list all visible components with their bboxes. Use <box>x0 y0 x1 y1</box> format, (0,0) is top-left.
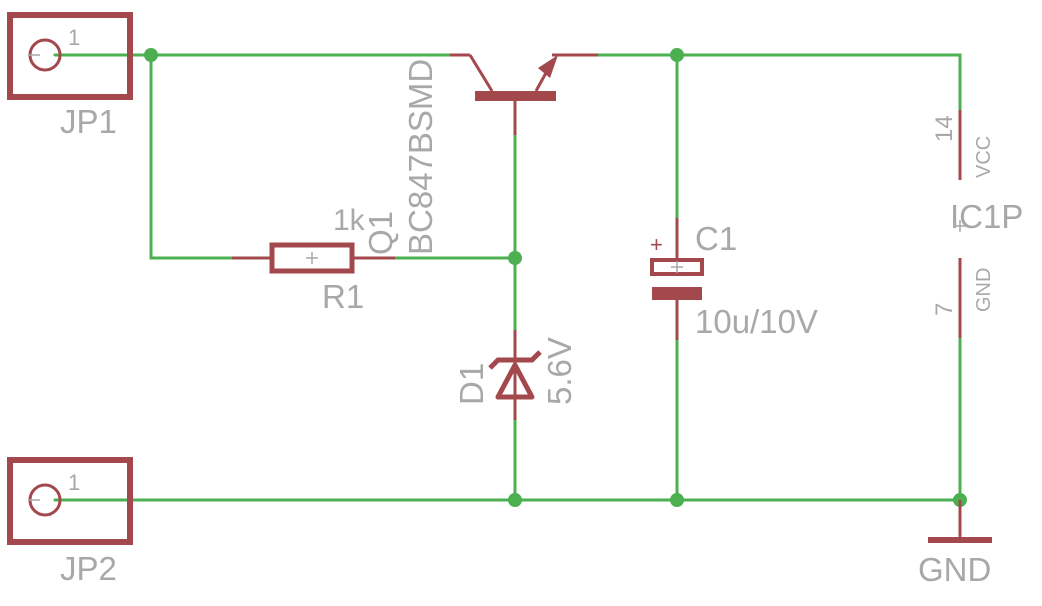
r1-resistor[interactable]: 1k R1 <box>232 204 395 315</box>
ic1p-vcc-pin-number: 14 <box>931 115 958 142</box>
junction-dot <box>670 493 684 507</box>
junction-dot <box>508 493 522 507</box>
d1-cathode-bar <box>488 350 542 370</box>
junction-dot <box>144 48 158 62</box>
jp1-body <box>7 12 133 100</box>
c1-polarity-mark: + <box>650 232 663 257</box>
jp1-pin-number: 1 <box>68 25 80 50</box>
jp1-name-label: JP1 <box>60 103 117 140</box>
jp2-name-label: JP2 <box>60 550 117 587</box>
d1-value-label: 5.6V <box>541 337 578 405</box>
wire-top-right <box>596 53 962 112</box>
junctions <box>144 48 967 507</box>
c1-value-label: 10u/10V <box>695 303 818 340</box>
c1-capacitor[interactable]: + C1 10u/10V <box>650 218 818 340</box>
q1-emitter-arrow-icon <box>538 55 558 78</box>
ic1p-power-block[interactable]: 14 VCC 7 GND IC1P <box>931 110 1023 338</box>
c1-name-label: C1 <box>695 220 737 257</box>
jp2-pin-number: 1 <box>68 470 80 495</box>
q1-value-label: BC847BSMD <box>402 59 439 255</box>
jp2-connector[interactable]: 1 JP2 <box>7 457 133 587</box>
ic1p-name-label: IC1P <box>950 198 1023 235</box>
r1-value-label: 1k <box>333 204 366 237</box>
ic1p-vcc-pin-label: VCC <box>973 136 995 178</box>
r1-name-label: R1 <box>322 278 364 315</box>
gnd-symbol[interactable]: GND <box>918 500 992 588</box>
jp1-connector[interactable]: 1 JP1 <box>7 12 133 140</box>
d1-zener-diode[interactable]: D1 5.6V <box>453 330 578 420</box>
ic1p-gnd-pin-label: GND <box>973 268 995 312</box>
c1-negative-plate <box>652 287 702 300</box>
wires <box>53 53 962 502</box>
jp2-body <box>7 457 133 545</box>
c1-positive-plate <box>650 258 704 276</box>
d1-triangle <box>495 362 535 400</box>
q1-transistor[interactable]: BC847BSMD Q1 <box>362 53 598 255</box>
junction-dot <box>508 251 522 265</box>
junction-dot <box>670 48 684 62</box>
ic1p-gnd-pin-number: 7 <box>931 303 958 316</box>
gnd-symbol-label: GND <box>918 551 991 588</box>
q1-name-label: Q1 <box>362 211 399 255</box>
wire-r1-left <box>149 53 234 260</box>
q1-collector-leg <box>468 54 494 92</box>
d1-name-label: D1 <box>453 363 490 405</box>
